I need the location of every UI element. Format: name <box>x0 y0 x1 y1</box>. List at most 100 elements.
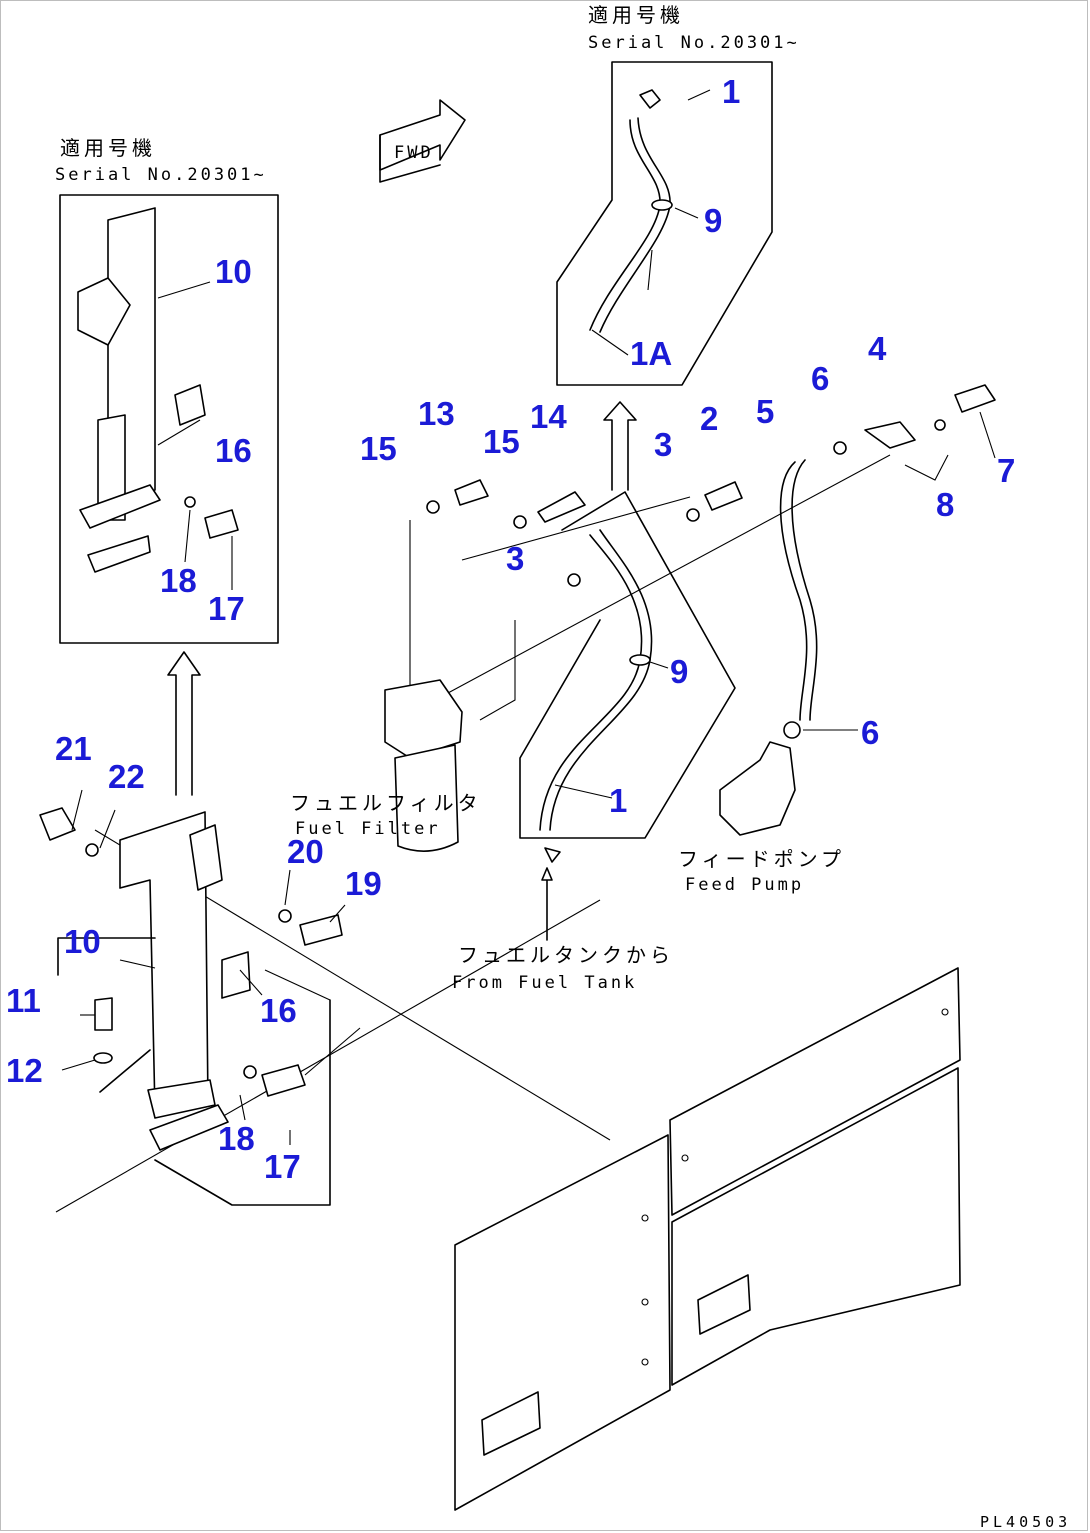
panel-latch-right <box>697 1274 751 1335</box>
callout-14: 14 <box>530 398 567 435</box>
callout-6-a: 6 <box>811 360 829 397</box>
leader-22 <box>99 809 116 849</box>
leader-19 <box>329 904 346 923</box>
panel-hole <box>941 1008 949 1016</box>
bracket-group-frame-b <box>99 1049 151 1093</box>
leader-bolt-17 <box>304 1027 361 1076</box>
callout-21: 21 <box>55 730 92 767</box>
figure-number: PL40503 <box>980 1513 1071 1531</box>
from-tank-jp: フュエルタンクから <box>458 943 674 967</box>
leader-18-main <box>239 1094 246 1121</box>
washer-18 <box>243 1065 257 1079</box>
leader-9 <box>649 661 669 669</box>
bracket-group-frame-a <box>57 937 156 976</box>
up-arrow-icon <box>541 867 553 881</box>
callout-1-top: 1 <box>722 73 740 110</box>
leader-9-top <box>674 207 699 219</box>
bolt-14 <box>537 491 586 523</box>
bracket-group-frame-d <box>264 969 331 1001</box>
joint-6-lower <box>783 721 801 739</box>
centerline-b <box>434 454 891 701</box>
cover-panels <box>454 967 961 1511</box>
bracket-foot <box>147 1079 216 1119</box>
fuel-filter-jp: フュエルフィルタ <box>290 791 482 815</box>
bolt-7 <box>954 384 996 413</box>
bracket-flange-detail <box>77 277 131 346</box>
pipe-1a <box>589 119 661 331</box>
callout-8: 8 <box>936 486 954 523</box>
callout-12: 12 <box>6 1052 43 1089</box>
panel-hole <box>681 1154 689 1162</box>
joint-bolt-2 <box>704 481 743 511</box>
note-top-en: Serial No.20301~ <box>588 33 800 53</box>
detail-arrow-top <box>603 401 637 491</box>
panel-hole <box>641 1358 649 1366</box>
pipe-1-outline <box>549 529 653 831</box>
bolt-21 <box>39 807 76 841</box>
callout-16-left: 16 <box>215 432 252 469</box>
cover-panel-left <box>454 1134 671 1511</box>
up-arrow-icon <box>603 401 637 491</box>
panel-latch-left <box>481 1391 541 1456</box>
callout-17-main: 17 <box>264 1148 301 1185</box>
shim-plate <box>149 1104 229 1151</box>
clip-icon <box>629 654 651 666</box>
clamp-16-detail <box>174 384 206 426</box>
banjo-fitting-icon <box>639 89 661 109</box>
fwd-arrow <box>379 99 466 183</box>
fwd-label: FWD <box>394 143 434 163</box>
top-detail-frame <box>556 61 773 386</box>
washer-12 <box>93 1052 113 1064</box>
callout-1a: 1A <box>630 335 672 372</box>
callout-9-top: 9 <box>704 202 722 239</box>
leader-1-top <box>687 89 711 101</box>
bracket-plate-detail <box>97 414 126 521</box>
clip-4 <box>864 421 916 449</box>
note-left-en: Serial No.20301~ <box>55 165 267 185</box>
filter-head <box>384 679 463 759</box>
note-top-jp: 適用号機 <box>588 3 684 27</box>
leader-18-left <box>184 509 191 563</box>
filter-element <box>394 744 459 852</box>
joint-6-upper <box>833 441 847 455</box>
washer-20 <box>278 909 292 923</box>
callout-18-main: 18 <box>218 1120 255 1157</box>
callout-9-mid: 9 <box>670 653 688 690</box>
bracket-foot-detail <box>79 484 161 529</box>
clip-strap <box>647 249 653 291</box>
pipe-5 <box>779 461 808 721</box>
washer-3-a <box>686 508 700 522</box>
leader-21 <box>71 789 83 831</box>
clip-icon <box>651 199 673 211</box>
callout-13: 13 <box>418 395 455 432</box>
clamp-16 <box>221 951 251 999</box>
pipe-5-outline <box>791 459 818 721</box>
bolt-17-detail <box>204 509 239 539</box>
panel-hole <box>641 1298 649 1306</box>
pipe-1a-outline <box>599 117 671 333</box>
washer-15-a <box>426 500 440 514</box>
bracket-ear <box>189 824 223 891</box>
leader-10-main <box>119 959 156 969</box>
callout-10-left: 10 <box>215 253 252 290</box>
bolt-11 <box>94 997 113 1031</box>
callout-2: 2 <box>700 400 718 437</box>
bracket-group-frame-c <box>154 999 331 1206</box>
cover-panel-bottom-right <box>671 1067 961 1386</box>
feed-pump <box>719 741 796 836</box>
callout-11: 11 <box>6 982 41 1019</box>
leader-8 <box>904 454 949 481</box>
center-detail-frame <box>519 491 736 839</box>
bolt-17 <box>261 1064 306 1097</box>
callout-22: 22 <box>108 758 145 795</box>
leader-7 <box>979 411 996 459</box>
callout-16-main: 16 <box>260 992 297 1029</box>
leader-10-left <box>157 281 211 299</box>
bolt-13 <box>454 479 489 506</box>
callout-18-left: 18 <box>160 562 197 599</box>
from-tank-en: From Fuel Tank <box>452 973 637 993</box>
panel-hole <box>641 1214 649 1222</box>
callout-17-left: 17 <box>208 590 245 627</box>
leader-banjo <box>479 620 516 721</box>
